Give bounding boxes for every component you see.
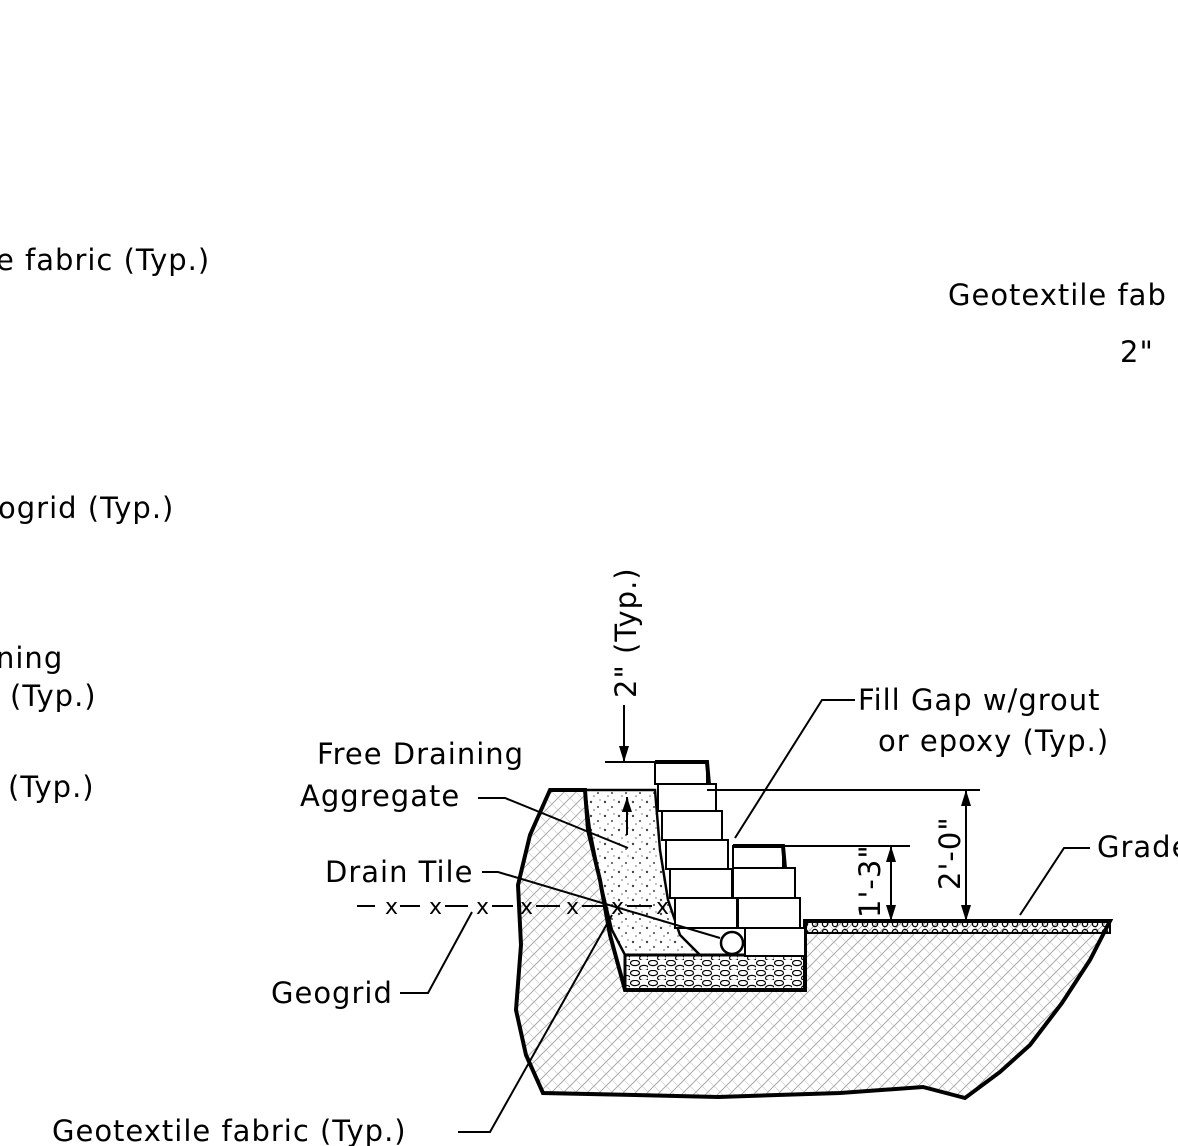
label-two-inch-typ: 2" (Typ.) — [609, 567, 643, 698]
label-geotextile-bottom: Geotextile fabric (Typ.) — [52, 1114, 407, 1146]
dimension-arrow-bottom-1-3 — [886, 905, 896, 921]
label-fill-gap-2: or epoxy (Typ.) — [878, 724, 1109, 758]
svg-text:x: x — [476, 895, 489, 920]
label-grade: Grade — [1097, 830, 1178, 864]
stone-leveling-pad — [623, 953, 807, 992]
svg-text:x: x — [385, 895, 398, 920]
wall-block-stack-upper — [654, 761, 738, 929]
leader-drain-tile — [482, 871, 721, 939]
svg-text:x: x — [656, 895, 669, 920]
soil-mass — [513, 788, 1114, 1101]
label-geogrid-left-partial: ogrid (Typ.) — [0, 491, 174, 525]
leader-fill-gap — [734, 699, 855, 839]
label-geotextile-left-partial: e fabric (Typ.) — [0, 243, 210, 277]
leader-grade — [1019, 847, 1090, 916]
label-geogrid: Geogrid — [271, 976, 393, 1010]
label-fill-gap-1: Fill Gap w/grout — [858, 683, 1101, 717]
label-draining-left-partial: ning — [0, 641, 63, 675]
label-two-inch-right-partial: 2" — [1120, 335, 1154, 369]
drain-tile-pipe — [719, 930, 745, 956]
svg-text:x: x — [429, 895, 442, 920]
label-free-draining-1: Free Draining — [317, 737, 524, 771]
dimension-arrow-top-1-3 — [886, 846, 896, 862]
svg-text:x: x — [566, 895, 579, 920]
label-dim-2-0: 2'-0" — [933, 816, 967, 890]
setback-arrow — [619, 746, 629, 762]
label-geotextile-right-partial: Geotextile fab — [948, 278, 1167, 312]
grade-surface — [804, 920, 1111, 934]
leader-geogrid — [400, 911, 473, 994]
label-drain-tile: Drain Tile — [325, 855, 473, 889]
dimension-arrow-bottom-2-0 — [961, 905, 971, 921]
svg-text:x: x — [520, 895, 533, 920]
label-free-draining-2: Aggregate — [300, 779, 460, 813]
dimension-arrow-top-2-0 — [961, 790, 971, 806]
leader-geotextile — [458, 914, 613, 1133]
wall-block-stack-lower — [732, 845, 806, 957]
label-dim-1-3: 1'-3" — [853, 844, 887, 918]
label-typ-left-2: (Typ.) — [8, 770, 95, 804]
upper-cap-block — [655, 760, 711, 785]
leader-free-draining — [478, 797, 629, 849]
label-typ-left-1: (Typ.) — [10, 679, 97, 713]
geogrid-line: x x x x x x x — [357, 895, 669, 920]
lower-cap-block — [733, 844, 787, 869]
setback-inner-arrow — [622, 797, 632, 812]
